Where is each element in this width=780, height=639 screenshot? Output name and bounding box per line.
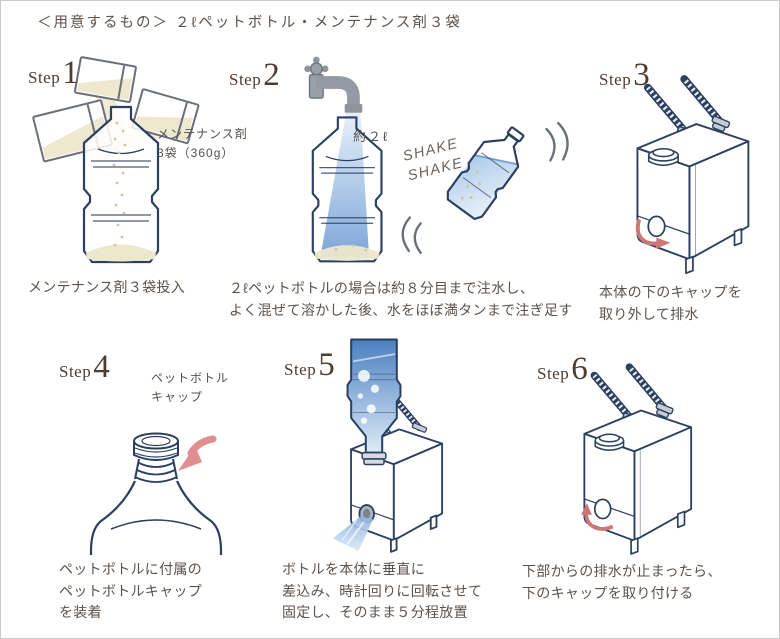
step-5-illustration [332, 338, 444, 553]
step-3-illustration [635, 75, 750, 274]
step-2-caption: ２ℓペットボトルの場合は約８分目まで注水し、 よく混ぜて溶かした後、水をほぼ満タ… [229, 280, 573, 318]
pet-bottle-outline [311, 116, 383, 263]
shake-bottle-illustration [401, 121, 569, 255]
step-4-annotation: ペットボトル キャップ [151, 371, 230, 405]
step-6-illustration [581, 363, 693, 555]
water-stream [332, 516, 374, 552]
step-6-caption: 下部からの排水が止まったら、 下のキャップを取り付ける [522, 563, 722, 601]
powder-dots [112, 121, 127, 247]
water-stream [320, 109, 370, 258]
bottle-cap-icon [133, 432, 179, 461]
motion-arcs [401, 121, 569, 255]
attach-arrow-icon [581, 503, 614, 531]
pink-arrow-icon [178, 435, 217, 471]
drain-cap-icon [593, 498, 612, 520]
shake-bottle-icon [446, 126, 525, 221]
drain-arrow-icon [635, 218, 671, 249]
step-4-illustration [89, 432, 223, 555]
hose-icon [590, 363, 669, 423]
step-1-annotation: メンテナンス剤 3袋（360g） [157, 127, 248, 161]
tank-cap-icon [594, 433, 625, 451]
tank-body [636, 123, 750, 274]
tank-cap-icon [647, 147, 679, 167]
hose-icon [643, 75, 725, 137]
step-1-illustration [32, 56, 200, 264]
faucet-icon [304, 56, 363, 113]
bottle-neck [134, 458, 178, 483]
step-3-caption: 本体の下のキャップを 取り外して排水 [599, 284, 742, 322]
step-5-caption: ボトルを本体に垂直に 差込み、時計回りに回転させて 固定し、そのまま５分程放置 [282, 561, 483, 621]
drain-spout [332, 504, 375, 552]
bottle-shoulder [89, 480, 223, 555]
step-2-annotation: 約２ℓ [353, 129, 390, 144]
inverted-bottle-icon [346, 338, 402, 466]
pet-bottle-icon [82, 105, 160, 264]
page-title: ＜用意するもの＞ ２ℓペットボトル・メンテナンス剤３袋 [37, 15, 462, 31]
tank-unit-icon [350, 389, 444, 553]
step-4-caption: ペットボトルに付属の ペットボトルキャップ を装着 [59, 561, 202, 621]
step-1-caption: メンテナンス剤３袋投入 [28, 279, 186, 295]
step-2-illustration [304, 56, 383, 263]
drain-cap-icon [647, 215, 666, 238]
tank-body [583, 409, 693, 555]
